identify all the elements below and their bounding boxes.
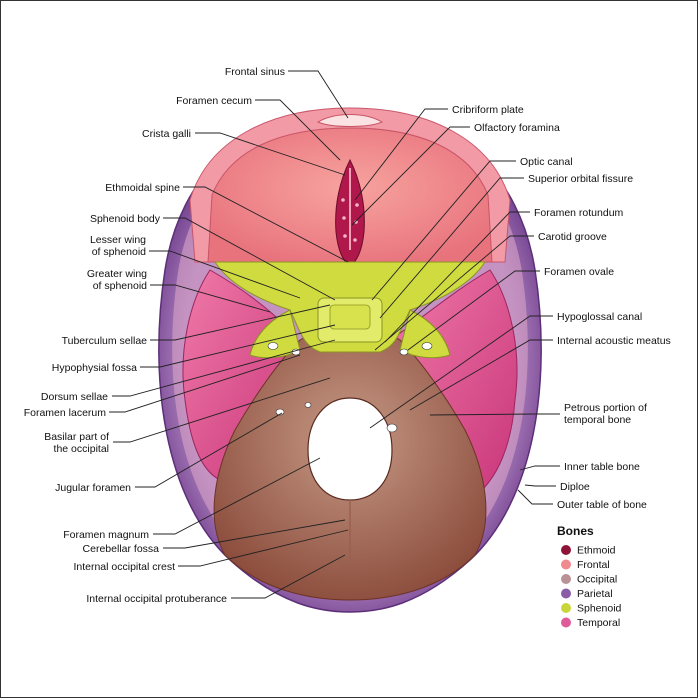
label-internal-occipital-protuberance: Internal occipital protuberance — [86, 593, 227, 605]
label-cribriform-plate: Cribriform plate — [452, 104, 524, 116]
legend-label-occipital: Occipital — [577, 574, 617, 586]
legend-swatch-parietal — [561, 588, 571, 599]
foramen-magnum — [307, 397, 393, 501]
olfactory-foramina-dots — [341, 198, 359, 242]
label-foramen-cecum: Foramen cecum — [176, 95, 252, 107]
greater-wing-right — [399, 309, 451, 359]
label-internal-occipital-crest: Internal occipital crest — [73, 561, 175, 573]
label-foramen-magnum: Foramen magnum — [63, 529, 149, 541]
label-outer-table: Outer table of bone — [557, 499, 647, 511]
label-crista-galli: Crista galli — [142, 128, 191, 140]
foramina-holes — [267, 342, 433, 433]
legend-swatch-occipital — [561, 574, 571, 584]
label-internal-acoustic-meatus: Internal acoustic meatus — [557, 335, 671, 347]
label-ethmoidal-spine: Ethmoidal spine — [105, 182, 180, 194]
label-cerebellar-fossa: Cerebellar fossa — [83, 543, 160, 555]
legend-label-frontal: Frontal — [577, 559, 610, 571]
label-inner-table: Inner table bone — [564, 461, 640, 473]
label-greater-wing-line1: Greater wing — [87, 268, 147, 280]
legend-label-ethmoid: Ethmoid — [577, 545, 616, 557]
label-diploe: Diploe — [560, 481, 590, 493]
label-jugular-foramen: Jugular foramen — [55, 482, 131, 494]
label-basilar-line1: Basilar part of — [44, 431, 109, 443]
legend-label-temporal: Temporal — [577, 617, 620, 629]
legend-label-sphenoid: Sphenoid — [577, 603, 622, 615]
label-foramen-ovale: Foramen ovale — [544, 266, 614, 278]
leader-lines — [109, 70, 560, 599]
label-hypophysial-fossa: Hypophysial fossa — [52, 362, 137, 374]
label-carotid-groove: Carotid groove — [538, 231, 607, 243]
label-hypoglossal-canal: Hypoglossal canal — [557, 311, 642, 323]
label-optic-canal: Optic canal — [520, 156, 573, 168]
label-superior-orbital-fissure: Superior orbital fissure — [528, 173, 633, 185]
label-foramen-rotundum: Foramen rotundum — [534, 207, 624, 219]
label-sphenoid-body: Sphenoid body — [90, 213, 161, 225]
legend-swatch-temporal — [561, 617, 571, 628]
label-frontal-sinus: Frontal sinus — [225, 66, 285, 78]
legend-label-parietal: Parietal — [577, 588, 613, 600]
label-lesser-wing-line1: Lesser wing — [90, 234, 146, 246]
hypophysial-fossa-shape — [329, 304, 371, 330]
legend-swatch-frontal — [561, 559, 571, 570]
frontal-sinus — [316, 114, 384, 127]
label-basilar-line2: the occipital — [54, 443, 109, 455]
label-lesser-wing-line2: of sphenoid — [92, 246, 146, 258]
label-tuberculum-sellae: Tuberculum sellae — [62, 335, 148, 347]
legend-swatch-sphenoid — [561, 603, 571, 613]
label-petrous-line2: temporal bone — [564, 414, 631, 426]
label-foramen-lacerum: Foramen lacerum — [24, 407, 107, 419]
greater-wing-left — [249, 309, 301, 359]
label-dorsum-sellae: Dorsum sellae — [41, 391, 108, 403]
label-greater-wing-line2: of sphenoid — [93, 280, 147, 292]
label-olfactory-foramina: Olfactory foramina — [474, 122, 560, 134]
label-petrous-line1: Petrous portion of — [564, 402, 647, 414]
legend-swatch-ethmoid — [561, 545, 571, 555]
legend-title: Bones — [557, 524, 594, 538]
bones-legend: Bones EthmoidFrontalOccipitalParietalSph… — [557, 524, 622, 629]
